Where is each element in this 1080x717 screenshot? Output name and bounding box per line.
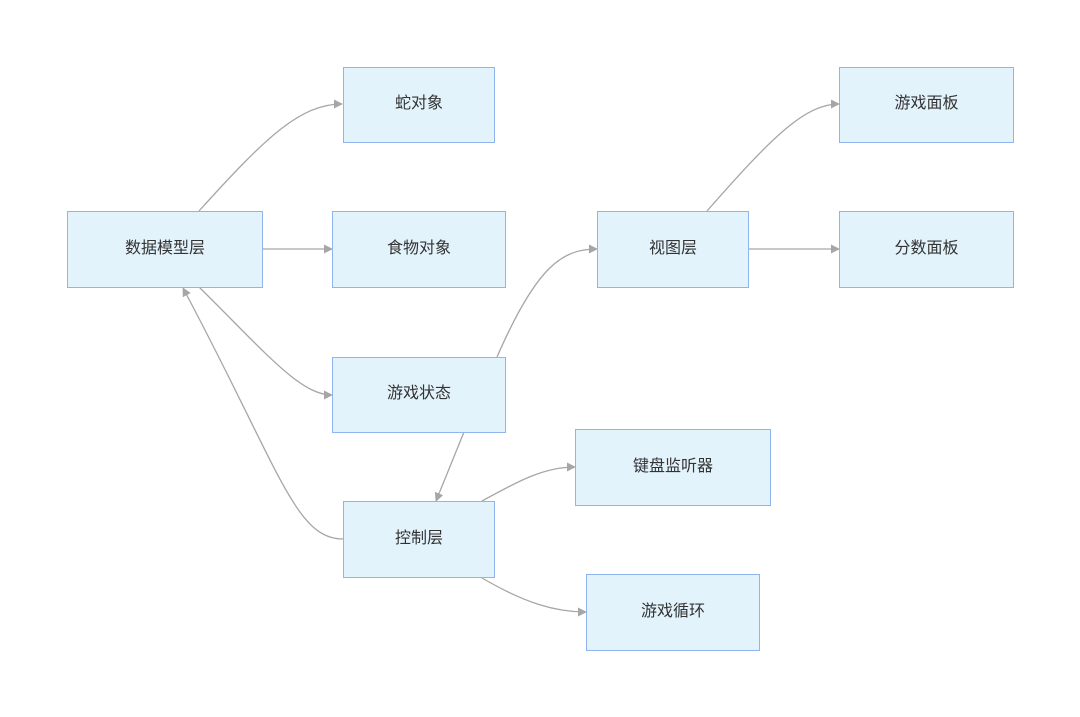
node-game-state: 游戏状态 xyxy=(332,357,506,433)
edge-control-to-data-model xyxy=(182,287,344,540)
node-label-keyboard-listener: 键盘监听器 xyxy=(632,455,713,475)
node-label-food-object: 食物对象 xyxy=(386,237,451,257)
edge-game-state-to-control xyxy=(434,431,465,502)
node-label-game-loop: 游戏循环 xyxy=(640,600,705,620)
node-label-control-layer: 控制层 xyxy=(394,527,443,547)
node-label-view-layer: 视图层 xyxy=(648,237,697,257)
edge-data-model-to-snake xyxy=(198,99,343,212)
node-food-object: 食物对象 xyxy=(332,211,506,288)
node-score-panel: 分数面板 xyxy=(839,211,1014,288)
node-label-score-panel: 分数面板 xyxy=(894,237,959,257)
edge-control-to-keyboard xyxy=(481,462,576,502)
node-label-snake-object: 蛇对象 xyxy=(394,93,443,112)
node-control-layer: 控制层 xyxy=(343,501,495,578)
node-label-game-state: 游戏状态 xyxy=(386,383,451,402)
node-data-model-layer: 数据模型层 xyxy=(67,211,263,288)
node-game-panel: 游戏面板 xyxy=(839,67,1014,143)
node-view-layer: 视图层 xyxy=(597,211,749,288)
node-label-data-model-layer: 数据模型层 xyxy=(124,237,205,257)
edge-game-state-to-view xyxy=(496,244,598,358)
node-game-loop: 游戏循环 xyxy=(586,574,760,651)
edge-view-to-game-panel xyxy=(706,99,840,212)
node-keyboard-listener: 键盘监听器 xyxy=(575,429,771,506)
node-snake-object: 蛇对象 xyxy=(343,67,495,143)
node-label-game-panel: 游戏面板 xyxy=(894,93,959,112)
edge-control-to-game-loop xyxy=(481,577,587,617)
edge-data-model-to-game-state xyxy=(198,286,333,400)
